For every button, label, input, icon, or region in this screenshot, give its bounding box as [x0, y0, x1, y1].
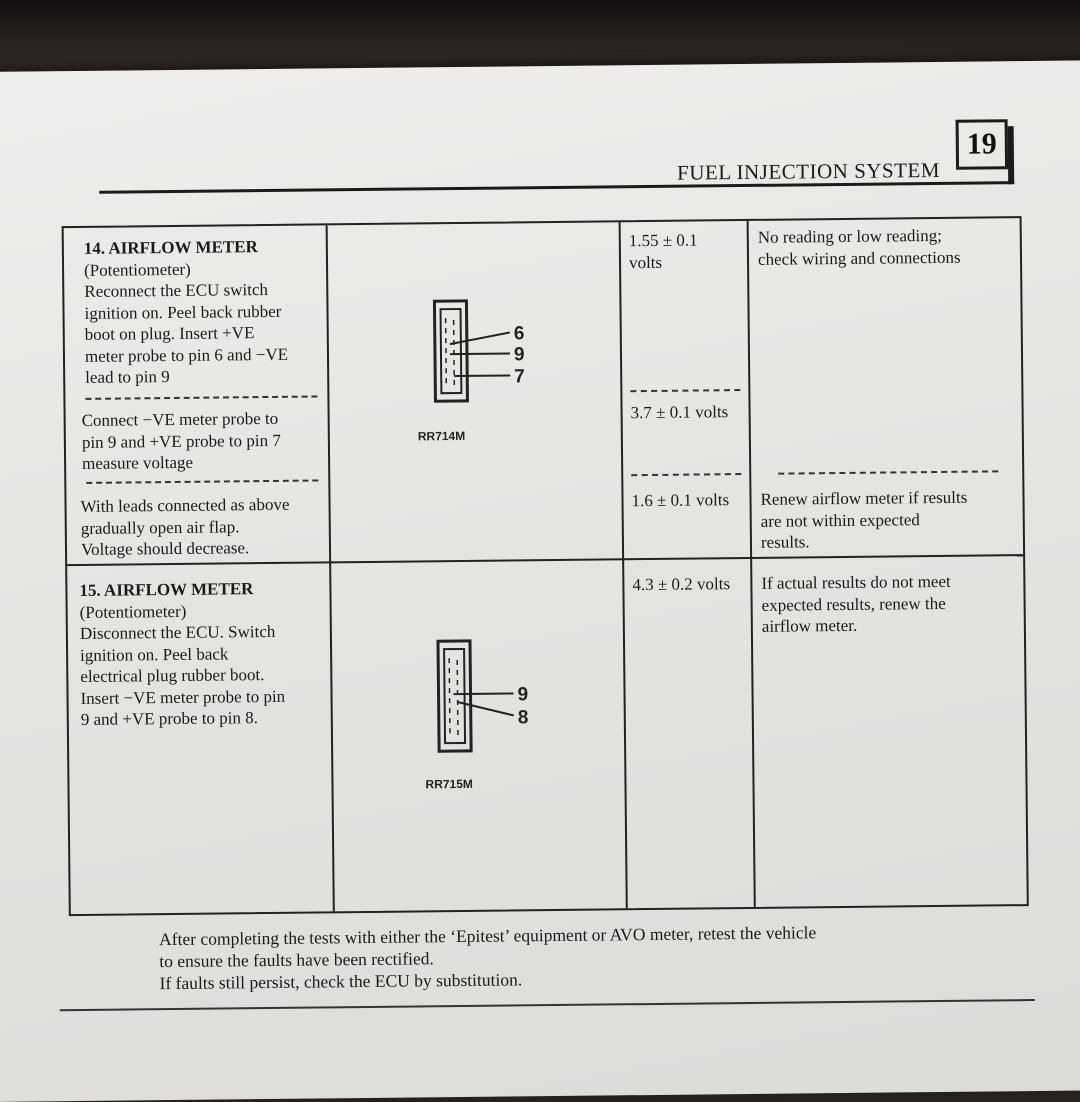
- test-14-remedy-1: No reading or low reading; check wiring …: [758, 225, 961, 270]
- dashed-separator: [778, 470, 999, 475]
- dashed-separator: [631, 473, 742, 477]
- procedure-line: 9 and +VE probe to pin 8.: [80, 708, 259, 729]
- column-divider: [618, 222, 628, 909]
- procedure-line: Voltage should decrease.: [80, 538, 250, 559]
- procedure-line: ignition on. Peel back rubber: [84, 301, 282, 323]
- test-table: 14. AIRFLOW METER (Potentiometer) Reconn…: [61, 216, 1029, 917]
- procedure-line: boot on plug. Insert +VE: [84, 323, 255, 344]
- test-subtitle: (Potentiometer): [83, 259, 191, 280]
- procedure-line: measure voltage: [82, 452, 194, 473]
- connector-outline: [436, 639, 473, 753]
- test-14-result-1: 1.55 ± 0.1 volts: [629, 229, 698, 273]
- procedure-line: Connect −VE meter probe to: [81, 408, 279, 430]
- procedure-line: pin 9 and +VE probe to pin 7: [81, 430, 281, 452]
- test-14-step3: With leads connected as above gradually …: [80, 494, 290, 561]
- remedy-line: If actual results do not meet: [761, 571, 951, 593]
- pin-label: 6: [514, 323, 525, 344]
- remedy-line: check wiring and connections: [757, 247, 961, 269]
- footer-rule: [59, 999, 1035, 1012]
- footer-note: After completing the tests with either t…: [159, 921, 817, 994]
- connector-inner: [443, 647, 467, 745]
- connector-inner: [439, 307, 463, 395]
- remedy-line: are not within expected: [760, 509, 920, 531]
- test-15-remedy: If actual results do not meet expected r…: [761, 571, 951, 637]
- column-divider: [746, 220, 756, 907]
- test-15-result: 4.3 ± 0.2 volts: [632, 574, 731, 595]
- procedure-line: electrical plug rubber boot.: [80, 665, 265, 686]
- manual-page: FUEL INJECTION SYSTEM 19 14. AIRFLOW MET…: [0, 60, 1080, 1102]
- test-15-procedure: 15. AIRFLOW METER (Potentiometer) Discon…: [79, 578, 285, 731]
- dashed-separator: [86, 479, 319, 484]
- page-number: 19: [955, 119, 1009, 170]
- lead-line-pin-7: [454, 374, 511, 378]
- test-14-remedy-2: Renew airflow meter if results are not w…: [760, 487, 967, 554]
- result-value: 1.55 ± 0.1: [628, 230, 698, 251]
- pin-row: [448, 658, 451, 735]
- remedy-line: expected results, renew the: [761, 593, 946, 615]
- procedure-line: meter probe to pin 6 and −VE: [84, 344, 289, 366]
- lead-line-pin-8: [457, 701, 514, 717]
- remedy-line: results.: [760, 532, 810, 552]
- pin-label: 9: [514, 344, 525, 365]
- procedure-line: With leads connected as above: [80, 494, 290, 516]
- result-unit: volts: [628, 252, 663, 272]
- connector-diagram-rr715m: 9 8: [436, 639, 529, 753]
- dashed-separator: [85, 395, 318, 400]
- pin-label: 7: [514, 366, 525, 387]
- test-14-result-2: 3.7 ± 0.1 volts: [630, 402, 729, 423]
- pin-row: [444, 318, 448, 385]
- test-14-result-3: 1.6 ± 0.1 volts: [631, 490, 730, 511]
- lead-line-pin-6: [449, 331, 510, 346]
- test-14-procedure: 14. AIRFLOW METER (Potentiometer) Reconn…: [84, 236, 289, 389]
- procedure-line: Insert −VE meter probe to pin: [80, 686, 286, 708]
- figure-label-rr714m: RR714M: [417, 428, 466, 444]
- test-subtitle: (Potentiometer): [79, 601, 187, 622]
- dashed-separator: [630, 389, 741, 393]
- pin-label: 8: [518, 707, 529, 728]
- column-divider: [325, 225, 335, 912]
- lead-line-pin-9: [449, 352, 510, 356]
- test-14-step2: Connect −VE meter probe to pin 9 and +VE…: [82, 408, 282, 475]
- header-rule: [99, 181, 1015, 194]
- figure-label-rr715m: RR715M: [425, 776, 473, 792]
- test-title: 15. AIRFLOW METER: [79, 579, 254, 600]
- connector-outline: [432, 299, 469, 403]
- remedy-line: airflow meter.: [761, 615, 858, 636]
- pin-row: [456, 660, 459, 737]
- procedure-line: gradually open air flap.: [80, 516, 240, 538]
- remedy-line: No reading or low reading;: [757, 225, 942, 247]
- remedy-line: Renew airflow meter if results: [760, 487, 968, 509]
- procedure-line: ignition on. Peel back: [80, 643, 229, 665]
- procedure-line: Reconnect the ECU switch: [84, 279, 269, 301]
- procedure-line: lead to pin 9: [85, 367, 170, 387]
- pin-label: 9: [517, 684, 528, 705]
- test-title: 14. AIRFLOW METER: [83, 237, 258, 258]
- lead-line-pin-9: [453, 692, 514, 696]
- procedure-line: Disconnect the ECU. Switch: [79, 621, 276, 643]
- connector-diagram-rr714m: 6 9 7: [432, 299, 525, 403]
